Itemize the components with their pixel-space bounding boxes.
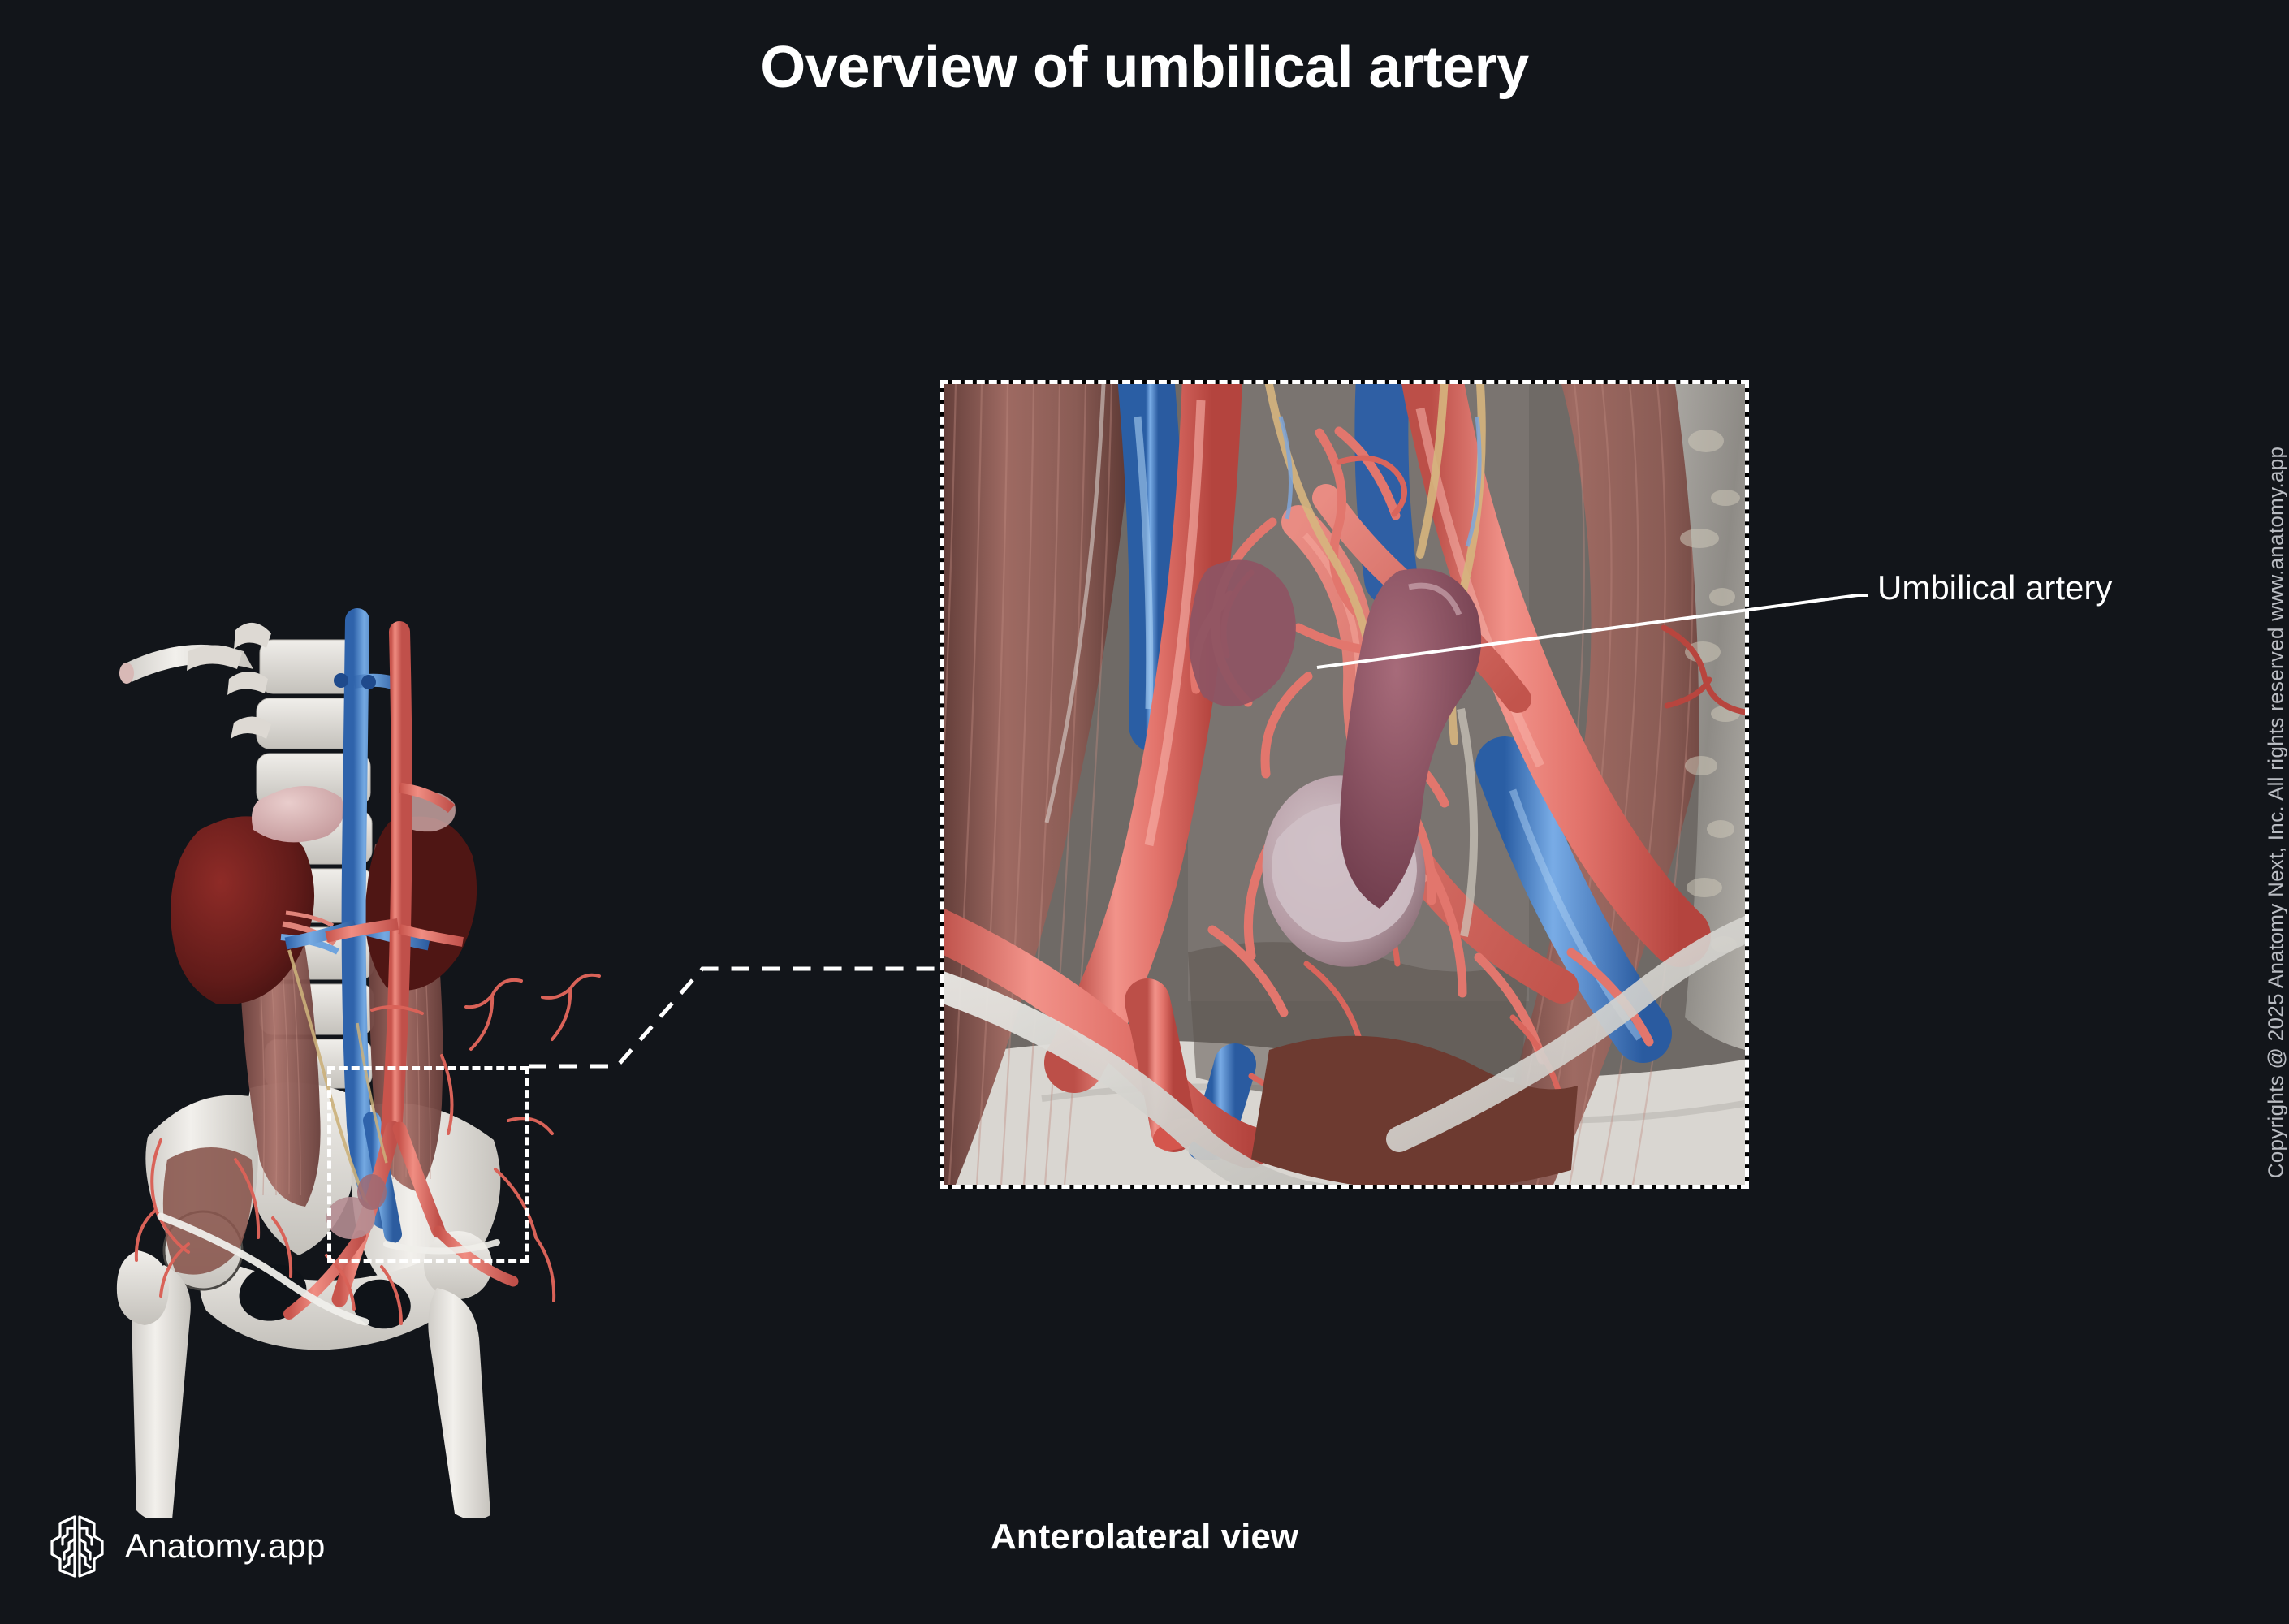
- brain-hexagon-icon: [47, 1512, 107, 1580]
- copyright-notice: Copyrights @ 2025 Anatomy Next, Inc. All…: [2252, 0, 2289, 1624]
- page-title: Overview of umbilical artery: [760, 35, 1529, 100]
- inset-figure: [944, 384, 1745, 1185]
- brand-name: Anatomy.app: [125, 1527, 326, 1565]
- inset-panel: [940, 380, 1749, 1189]
- brand-logo: Anatomy.app: [47, 1512, 326, 1580]
- copyright-text: Copyrights @ 2025 Anatomy Next, Inc. All…: [2263, 446, 2288, 1178]
- annotation-label-umbilical-artery: Umbilical artery: [1877, 568, 2113, 607]
- overview-figure: [114, 601, 617, 1522]
- view-caption: Anterolateral view: [990, 1517, 1299, 1557]
- selection-box: [327, 1066, 529, 1263]
